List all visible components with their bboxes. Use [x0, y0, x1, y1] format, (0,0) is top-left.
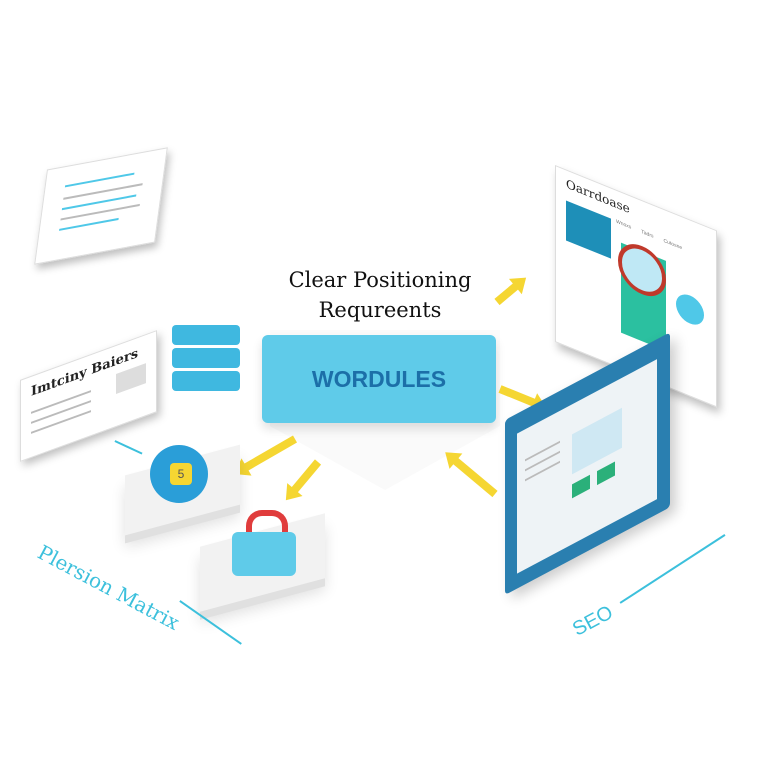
circle-graphic — [676, 289, 704, 330]
text-line — [525, 450, 560, 472]
module-label: WORDULES — [311, 365, 447, 392]
nav-item: Tadrs — [641, 228, 654, 240]
nav-item: Cutosne — [663, 237, 683, 252]
lock-shackle — [246, 510, 288, 542]
arrow-to-globe — [241, 435, 297, 473]
text-line — [525, 440, 560, 462]
arrow-to-lock — [289, 459, 322, 496]
nav-item: Wnoxs — [616, 218, 632, 231]
green-button — [572, 474, 590, 499]
document-left: Imtciny Baiers — [20, 330, 157, 462]
wordules-module: WORDULES — [262, 335, 496, 423]
text-line — [59, 217, 119, 231]
database-layer — [172, 325, 240, 345]
title-line-2: Requreents — [318, 298, 442, 322]
badge-icon: 5 — [170, 463, 192, 485]
database-layer — [172, 348, 240, 368]
green-button — [597, 461, 615, 486]
center-title: Clear Positioning Requreents — [250, 265, 510, 325]
image-placeholder — [116, 363, 146, 394]
lock-body — [232, 532, 296, 576]
arrow-from-screen — [450, 455, 498, 498]
database-icon — [172, 325, 240, 391]
text-line — [64, 172, 135, 188]
seo-line — [619, 534, 726, 604]
globe-icon: 5 — [150, 445, 208, 503]
hero-card — [566, 200, 611, 259]
seo-label: SEO — [569, 601, 617, 641]
title-line-1: Clear Positioning — [288, 268, 472, 292]
database-layer — [172, 371, 240, 391]
screen-content — [517, 359, 657, 574]
matrix-label: Plersion Matrix — [33, 540, 184, 635]
text-line — [525, 460, 560, 482]
lock-icon — [232, 510, 296, 576]
bottom-right-screen — [505, 332, 670, 595]
document-top-left — [34, 147, 168, 265]
connector-line — [114, 440, 143, 455]
text-line — [31, 410, 91, 434]
